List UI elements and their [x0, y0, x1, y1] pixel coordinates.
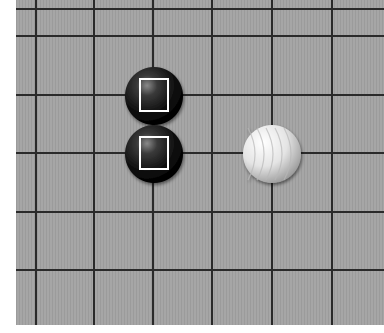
white-stone-2 — [243, 125, 301, 183]
go-board-svg[interactable] — [16, 0, 384, 329]
black-stone-0 — [125, 67, 183, 125]
board-surface — [16, 0, 384, 329]
board-frame-bottom — [16, 325, 384, 329]
black-stone-1 — [125, 125, 183, 183]
go-board[interactable] — [16, 0, 384, 329]
